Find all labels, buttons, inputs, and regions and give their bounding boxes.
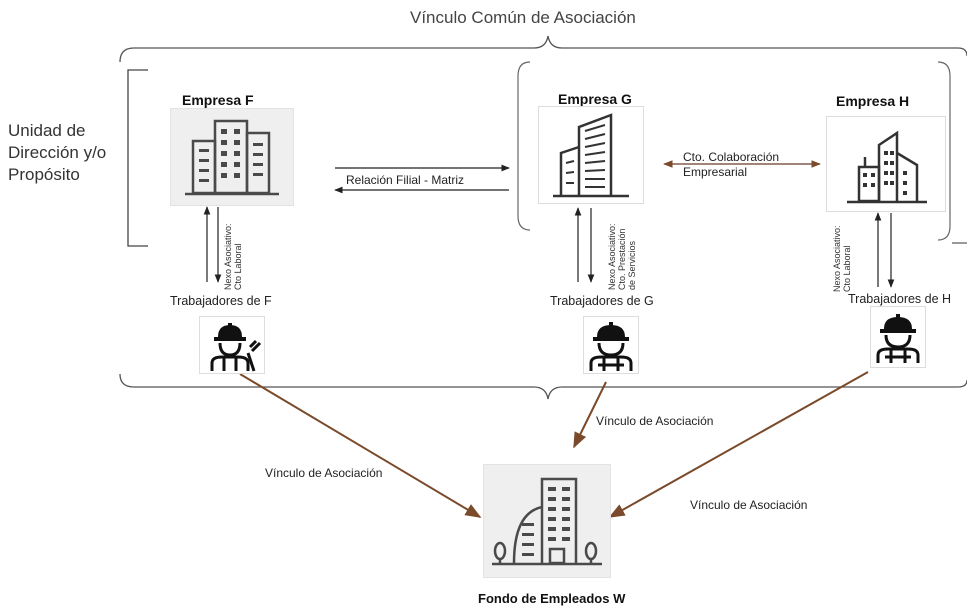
office-building-icon [185, 119, 279, 196]
link-g-line1: Nexo Asociativo: [607, 223, 617, 290]
workers-g-card [583, 316, 639, 374]
link-f-line1: Nexo Asociativo: [223, 223, 233, 290]
link-f-line2: Cto Laboral [233, 243, 243, 290]
relation-gh-line2: Empresarial [683, 165, 748, 179]
workers-h-card [870, 306, 926, 368]
association-label-g: Vínculo de Asociación [596, 414, 714, 428]
skyscraper-icon [553, 113, 629, 198]
building-trees-icon [492, 477, 602, 566]
relation-fg-label: Relación Filial - Matriz [346, 173, 465, 187]
workers-f-label: Trabajadores de F [170, 294, 272, 308]
fund-card [483, 464, 611, 578]
company-f-name: Empresa F [182, 92, 254, 108]
company-f-card [170, 108, 294, 206]
middle-bracket-right [937, 61, 951, 241]
company-g-name: Empresa G [558, 91, 632, 107]
link-h-line2: Cto Laboral [842, 245, 852, 292]
workers-f-card [199, 316, 265, 374]
company-h-name: Empresa H [836, 93, 910, 109]
link-g-line2: Cto. Prestación [617, 228, 627, 290]
association-label-h: Vínculo de Asociación [690, 498, 808, 512]
fund-name: Fondo de Empleados W [478, 591, 626, 606]
left-square-bracket [127, 69, 148, 247]
worker-icon [589, 322, 633, 371]
company-g-card [538, 106, 644, 204]
diagram-title: Vínculo Común de Asociación [410, 8, 636, 27]
middle-bracket-left [517, 61, 531, 231]
association-arrow-f [239, 373, 482, 518]
workers-g-label: Trabajadores de G [550, 294, 654, 308]
top-curly-brace [119, 35, 967, 63]
link-h-line1: Nexo Asociativo: [832, 225, 842, 292]
association-label-f: Vínculo de Asociación [265, 466, 383, 480]
workers-h-label: Trabajadores de H [848, 292, 952, 306]
bottom-curly-brace [119, 373, 967, 400]
company-h-card [826, 116, 946, 212]
relation-gh-line1: Cto. Colaboración [683, 150, 780, 164]
association-arrow-g [573, 381, 607, 449]
worker-icon [876, 314, 920, 363]
association-arrow-h [608, 371, 869, 518]
link-g-label: Nexo Asociativo: Cto. Prestación de Serv… [607, 223, 637, 290]
worker-wrench-icon [210, 323, 262, 372]
link-g-line3: de Servicios [627, 240, 637, 290]
city-buildings-icon [847, 130, 927, 204]
link-h-label: Nexo Asociativo: Cto Laboral [832, 225, 852, 292]
unit-label: Unidad de Dirección y/o Propósito [8, 121, 107, 184]
link-f-label: Nexo Asociativo: Cto Laboral [223, 223, 243, 290]
